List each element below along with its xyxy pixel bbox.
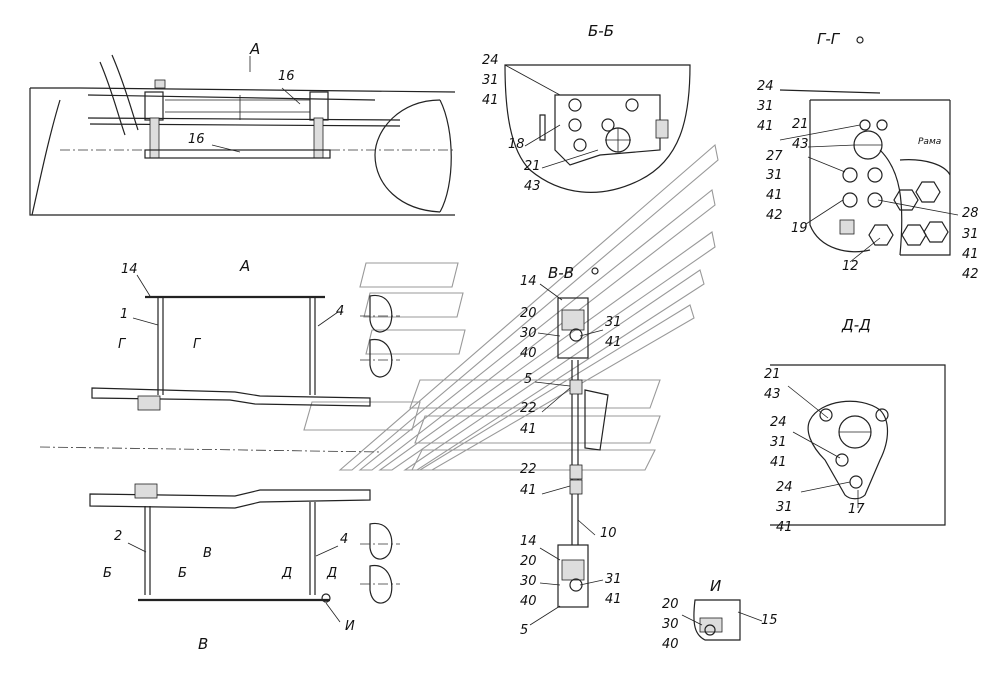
callout-vv-41-lower: 41 [605, 592, 622, 607]
leader-lines [127, 64, 959, 626]
section-bb-title: Б-Б [588, 22, 614, 40]
callout-vv-20-lower: 20 [520, 554, 537, 569]
callout-vv-41-a: 41 [520, 422, 537, 437]
callout-vv-5-upper: 5 [524, 372, 533, 387]
callout-4-lower: 4 [340, 532, 349, 547]
callout-gg-41-c: 41 [962, 247, 979, 262]
callout-bb-31: 31 [482, 73, 499, 88]
callout-vv-22-a: 22 [520, 401, 537, 416]
callout-gg-41-b: 41 [766, 188, 783, 203]
callout-i-20: 20 [662, 597, 679, 612]
section-bb [504, 64, 691, 193]
callout-4-upper: 4 [336, 304, 345, 319]
section-dd [770, 364, 946, 526]
callout-gg-19: 19 [791, 221, 808, 236]
callout-bb-43: 43 [524, 179, 541, 194]
cut-mark-b-right: Б [178, 566, 187, 581]
callout-vv-40-lower: 40 [520, 594, 537, 609]
callout-vv-30-lower: 30 [520, 574, 537, 589]
callout-16-top: 16 [278, 69, 295, 84]
cut-mark-g-left: Г [118, 337, 126, 352]
callout-bb-41: 41 [482, 93, 499, 108]
callout-i-40: 40 [662, 637, 679, 652]
callout-gg-28: 28 [962, 206, 979, 221]
section-dd-title: Д-Д [842, 316, 871, 334]
section-vv-title: В-В [548, 264, 574, 282]
callout-dd-24-a: 24 [770, 415, 787, 430]
callout-vv-31-lower: 31 [605, 572, 622, 587]
callout-dd-31-a: 31 [770, 435, 787, 450]
view-a-upper [39, 294, 400, 453]
callout-dd-41-b: 41 [776, 520, 793, 535]
callout-bb-18: 18 [508, 137, 525, 152]
callout-dd-41-a: 41 [770, 455, 787, 470]
callout-1: 1 [120, 307, 129, 322]
section-gg-title: Г-Г [817, 30, 840, 48]
callout-vv-22-b: 22 [520, 462, 537, 477]
detail-i-title: И [710, 577, 722, 595]
callout-dd-21: 21 [764, 367, 781, 382]
callout-bb-21: 21 [524, 159, 541, 174]
callout-vv-5-lower: 5 [520, 623, 529, 638]
callout-vv-41-b: 41 [520, 483, 537, 498]
callout-14-view-a: 14 [121, 262, 138, 277]
section-vv [557, 267, 609, 608]
callout-gg-21: 21 [792, 117, 809, 132]
cut-mark-g-right: Г [193, 337, 201, 352]
callout-vv-14-upper: 14 [520, 274, 537, 289]
callout-vv-41-upper: 41 [605, 335, 622, 350]
callout-dd-17: 17 [848, 502, 865, 517]
cut-mark-b-left: Б [103, 566, 112, 581]
callout-vv-40-upper: 40 [520, 346, 537, 361]
callout-gg-41-a: 41 [757, 119, 774, 134]
view-a-lower [89, 483, 400, 604]
callout-dd-24-b: 24 [776, 480, 793, 495]
detail-i-mark: И [345, 619, 355, 634]
callout-2: 2 [114, 529, 123, 544]
callout-gg-27: 27 [766, 149, 783, 164]
callout-vv-14-lower: 14 [520, 534, 537, 549]
view-a-top-title: А [250, 40, 261, 58]
callout-gg-24: 24 [757, 79, 774, 94]
callout-vv-20-upper: 20 [520, 306, 537, 321]
callout-vv-10: 10 [600, 526, 617, 541]
callout-dd-31-b: 31 [776, 500, 793, 515]
callout-vv-30-upper: 30 [520, 326, 537, 341]
view-v-bottom-mark: В [198, 635, 209, 653]
callout-gg-31-a: 31 [757, 99, 774, 114]
callout-gg-43: 43 [792, 137, 809, 152]
callout-16-bottom: 16 [188, 132, 205, 147]
top-view [29, 54, 456, 216]
callout-dd-43: 43 [764, 387, 781, 402]
callout-i-15: 15 [761, 613, 778, 628]
callout-gg-31-c: 31 [962, 227, 979, 242]
callout-gg-42: 42 [766, 208, 783, 223]
callout-gg-12: 12 [842, 259, 859, 274]
callout-i-30: 30 [662, 617, 679, 632]
callout-bb-24: 24 [482, 53, 499, 68]
watermark-shapes [303, 143, 719, 471]
frame-label: Рама [918, 137, 942, 147]
cut-mark-d-right: Д [327, 566, 338, 581]
detail-i [693, 599, 741, 641]
callout-gg-42-b: 42 [962, 267, 979, 282]
callout-gg-31-b: 31 [766, 168, 783, 183]
view-a-title: А [240, 257, 251, 275]
cut-mark-d-left: Д [282, 566, 293, 581]
cut-mark-v: В [203, 546, 212, 561]
callout-vv-31-upper: 31 [605, 315, 622, 330]
